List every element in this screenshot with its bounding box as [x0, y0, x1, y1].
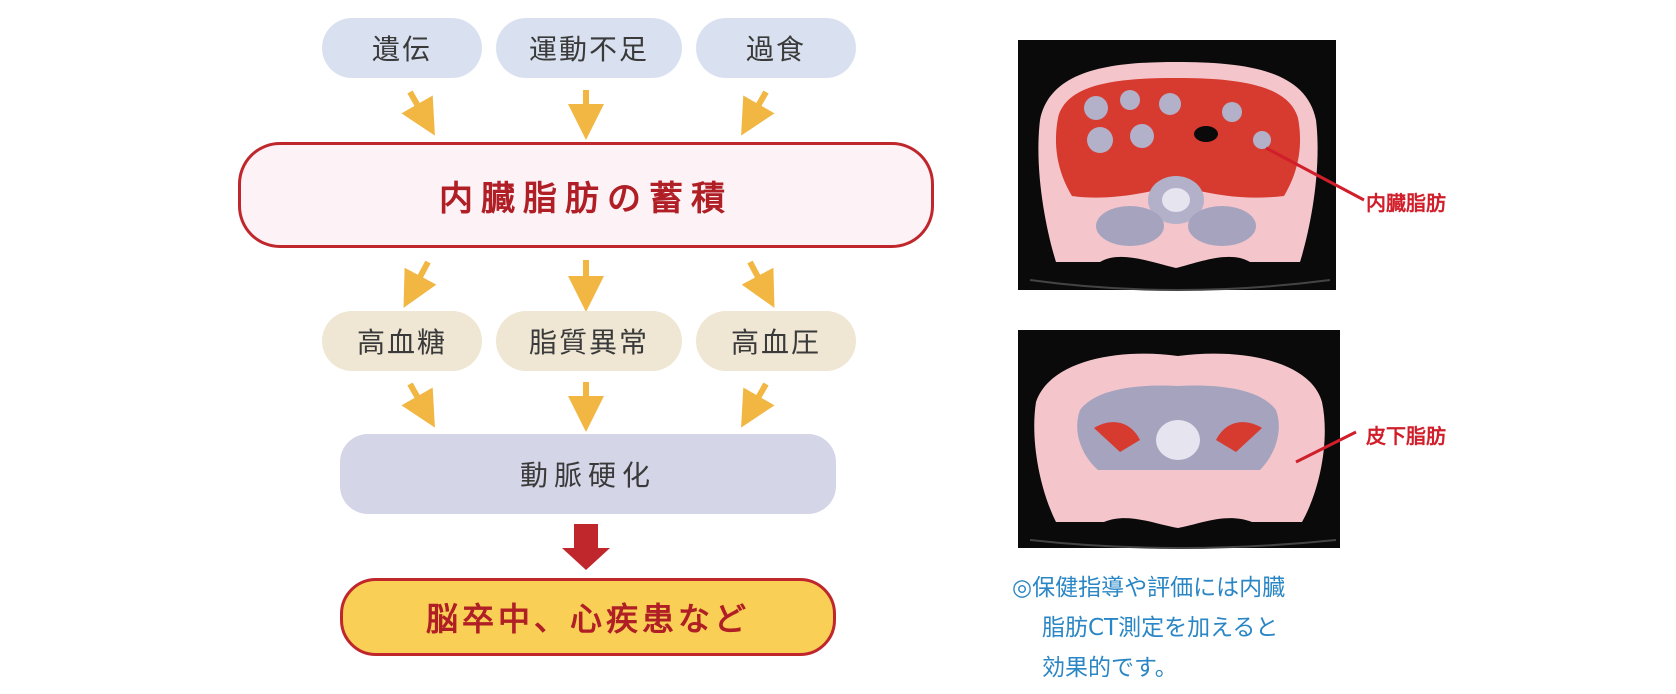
condition-hyperglycemia: 高血糖: [322, 311, 482, 371]
cause-lack-of-exercise: 運動不足: [496, 18, 682, 78]
arteriosclerosis-box: 動脈硬化: [340, 434, 836, 514]
condition-hypertension: 高血圧: [696, 311, 856, 371]
label-visceral-fat: 内臓脂肪: [1366, 191, 1446, 215]
arrow-down-icon: [401, 90, 435, 136]
arrow-down-icon: [741, 260, 775, 308]
arrow-down-icon: [741, 382, 775, 428]
arrow-down-icon: [401, 382, 435, 428]
ct-image-visceral: [1018, 40, 1336, 291]
arrow-down-icon: [741, 90, 775, 136]
note-line-2: 脂肪CT測定を加えると: [1042, 615, 1279, 641]
cause-overeating: 過食: [696, 18, 856, 78]
note-line-3: 効果的です。: [1042, 655, 1178, 681]
condition-dyslipidemia: 脂質異常: [496, 311, 682, 371]
visceral-fat-accumulation-box: 内臓脂肪の蓄積: [238, 142, 934, 248]
big-down-arrow-icon: [562, 524, 610, 570]
label-subcutaneous-fat: 皮下脂肪: [1366, 424, 1446, 448]
ct-note: ◎保健指導や評価には内臓 脂肪CT測定を加えると 効果的です。: [1012, 568, 1285, 688]
arrow-down-icon: [403, 260, 437, 308]
cause-heredity: 遺伝: [322, 18, 482, 78]
pointer-line-subcutaneous: [1295, 430, 1357, 464]
outcome-box: 脳卒中、心疾患など: [340, 578, 836, 656]
note-line-1: ◎保健指導や評価には内臓: [1012, 575, 1286, 601]
ct-image-subcutaneous: [1018, 330, 1340, 549]
pointer-line-visceral: [1265, 146, 1365, 202]
